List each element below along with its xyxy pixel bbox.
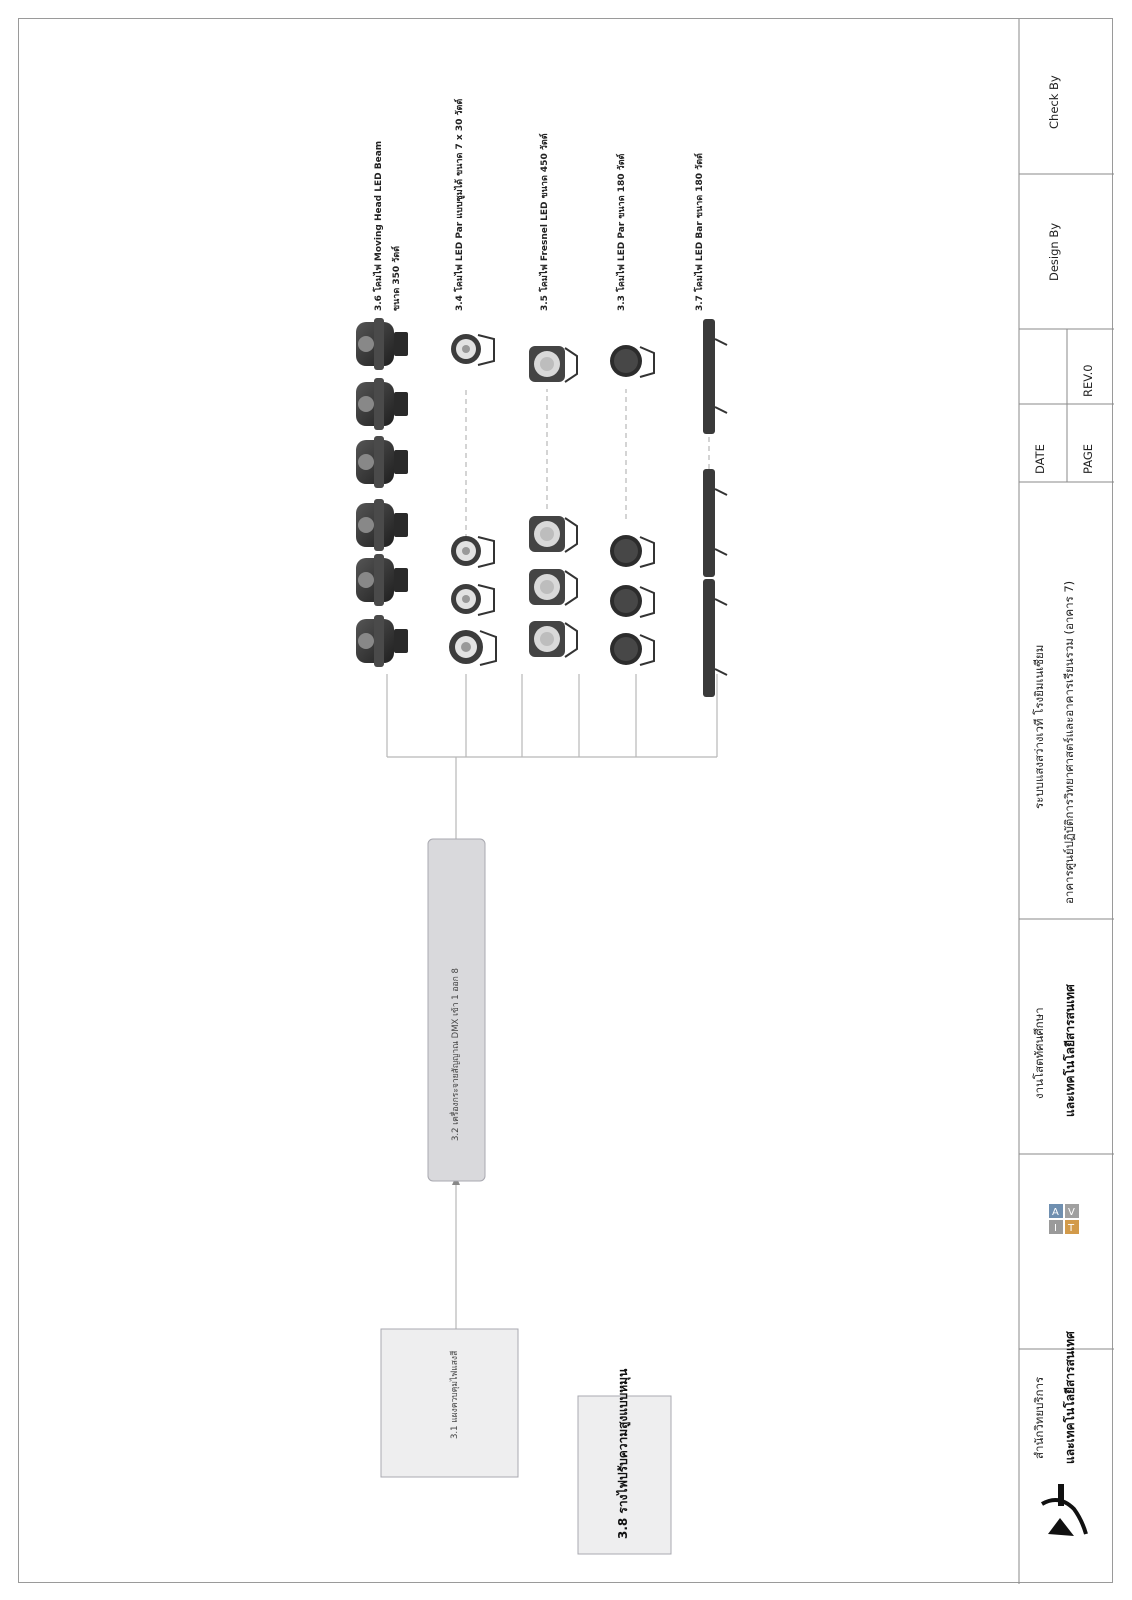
moving-head-icon	[356, 436, 408, 488]
led-bar-fixtures	[703, 319, 728, 697]
moving-head-icon	[356, 378, 408, 430]
led-par-icon	[610, 633, 655, 666]
led-par-label: 3.3 โคมไฟ LED Par ขนาด 180 วัตต์	[617, 153, 627, 311]
fresnel-label: 3.5 โคมไฟ Fresnel LED ขนาด 450 วัตต์	[540, 133, 550, 311]
svg-text:A: A	[1052, 1207, 1059, 1218]
led-par-zoom-label: 3.4 โคมไฟ LED Par แบบซูมได้ ขนาด 7 x 30 …	[455, 98, 465, 311]
led-par-zoom-icon	[449, 630, 497, 666]
svg-text:I: I	[1054, 1223, 1057, 1234]
led-par-zoom-icon	[451, 536, 495, 568]
signal-wiring	[386, 389, 718, 1329]
moving-head-icon	[356, 554, 408, 606]
fresnel-icon	[529, 621, 578, 658]
input-box-label: 3.1 แผงควบคุมไฟแสงสี	[450, 1350, 460, 1439]
led-par-zoom-icon	[451, 334, 495, 366]
org-name-line1: สำนักวิทยบริการ	[1032, 1376, 1046, 1459]
check-by-label: Check By	[1047, 75, 1061, 129]
university-logo	[1040, 1484, 1088, 1536]
title-block-frame	[1018, 19, 1114, 1584]
led-bar-icon	[703, 469, 728, 577]
input-box-shape	[380, 1328, 519, 1478]
page-label: PAGE	[1081, 443, 1095, 474]
dimmer-box-shape	[577, 1395, 672, 1555]
moving-head-fixtures	[356, 318, 408, 667]
moving-head-icon	[356, 318, 408, 370]
led-par-icon	[610, 585, 655, 618]
drawing-sheet: A V I T 3.1 แผงควบคุมไฟแสงสี 3.2 เครื่อง…	[18, 18, 1114, 1584]
led-bar-icon	[703, 579, 728, 697]
fresnel-icon	[529, 516, 578, 553]
led-bar-icon	[703, 319, 728, 434]
svg-text:T: T	[1067, 1223, 1075, 1234]
moving-head-label: 3.6 โคมไฟ Moving Head LED Beam	[374, 140, 384, 311]
design-by-label: Design By	[1047, 222, 1061, 281]
moving-head-size-label: ขนาด 350 วัตต์	[392, 246, 402, 311]
led-par-zoom-icon	[451, 584, 495, 616]
fresnel-fixtures	[529, 346, 578, 658]
project-title-line1: ระบบแสงสว่างเวที โรงยิมเนเซียม	[1032, 644, 1046, 809]
led-bar-label: 3.7 โคมไฟ LED Bar ขนาด 180 วัตต์	[695, 153, 705, 311]
lighting-schematic: A V I T	[356, 19, 1114, 1584]
org-name-line2: และเทคโนโลยีสารสนเทศ	[1063, 1331, 1077, 1464]
led-par-zoom-fixtures	[449, 334, 497, 666]
date-label: DATE	[1033, 444, 1047, 474]
dept-name-line1: งานโสตทัศนศึกษา	[1032, 1007, 1046, 1099]
moving-head-icon	[356, 615, 408, 667]
dimmer-box-label: 3.8 รางไฟปรับความสูงแบบหมุน	[616, 1368, 630, 1539]
moving-head-icon	[356, 499, 408, 551]
dept-name-line2: และเทคโนโลยีสารสนเทศ	[1063, 984, 1077, 1117]
led-par-icon	[610, 535, 655, 568]
led-par-icon	[610, 345, 655, 378]
svg-text:V: V	[1068, 1207, 1075, 1218]
project-title-line2: อาคารศูนย์ปฏิบัติการวิทยาศาสตร์และอาคารเ…	[1062, 580, 1076, 904]
fresnel-icon	[529, 346, 578, 383]
dmx-box-shape	[427, 838, 486, 1182]
avit-icon: A V I T	[1049, 1204, 1079, 1234]
dmx-box-label: 3.2 เครื่องกระจายสัญญาณ DMX เข้า 1 ออก 8	[451, 968, 461, 1141]
led-par-fixtures	[610, 345, 655, 666]
fresnel-icon	[529, 569, 578, 606]
revision-label: REV.0	[1081, 364, 1095, 397]
